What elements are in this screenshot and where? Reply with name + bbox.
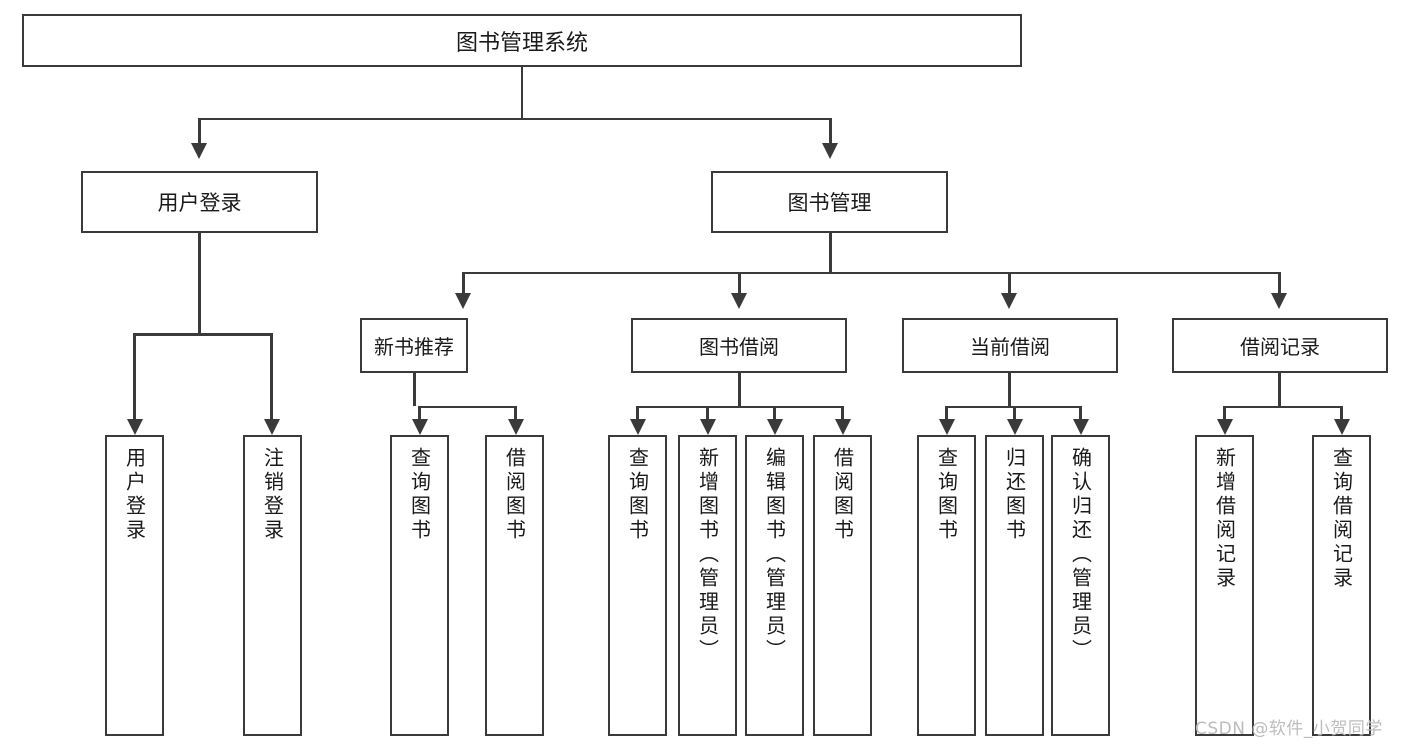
connector-current-bus bbox=[945, 405, 1080, 408]
leaf-label: 注销登录 bbox=[260, 447, 285, 543]
leaf-label: 确认归还（管理员） bbox=[1068, 447, 1093, 663]
watermark-text: CSDN @软件_小贺同学 bbox=[1195, 719, 1383, 739]
connector-root-bus bbox=[198, 117, 832, 120]
connector-bookmgmt-to-record bbox=[1278, 271, 1281, 294]
connector-newbook-bus bbox=[418, 405, 517, 408]
leaf-label: 新增图书（管理员） bbox=[695, 447, 720, 663]
arrowhead-login-leaf2 bbox=[263, 419, 280, 435]
node-book-management[interactable]: 图书管理 bbox=[711, 171, 948, 233]
leaf-confirm-return-admin[interactable]: 确认归还（管理员） bbox=[1051, 435, 1110, 736]
arrowhead-root-to-bookmgmt bbox=[822, 143, 838, 159]
connector-newbook-l1 bbox=[418, 405, 421, 420]
connector-borrow-l1 bbox=[636, 405, 639, 420]
arrowhead-record-l1 bbox=[1216, 419, 1233, 435]
connector-bookmgmt-to-newbook bbox=[462, 271, 465, 294]
arrowhead-borrow-l4 bbox=[834, 419, 851, 435]
leaf-label: 查询图书 bbox=[625, 447, 650, 543]
connector-current-l1 bbox=[945, 405, 948, 420]
connector-borrow-l2 bbox=[706, 405, 709, 420]
connector-newbook-stem bbox=[413, 373, 416, 406]
connector-borrow-l3 bbox=[773, 405, 776, 420]
leaf-add-borrow-record[interactable]: 新增借阅记录 bbox=[1195, 435, 1254, 736]
arrowhead-record-l2 bbox=[1333, 419, 1350, 435]
connector-newbook-l2 bbox=[514, 405, 517, 420]
leaf-borrow-book[interactable]: 借阅图书 bbox=[813, 435, 872, 736]
connector-login-to-leaf2 bbox=[270, 333, 273, 419]
arrowhead-bookmgmt-newbook bbox=[455, 293, 471, 309]
connector-bookmgmt-to-current bbox=[1008, 271, 1011, 294]
connector-root-to-login bbox=[198, 117, 201, 144]
leaf-label: 借阅图书 bbox=[830, 447, 855, 543]
connector-record-stem bbox=[1278, 373, 1281, 406]
node-current-borrow[interactable]: 当前借阅 bbox=[902, 318, 1118, 373]
node-borrow-record[interactable]: 借阅记录 bbox=[1172, 318, 1388, 373]
connector-current-l2 bbox=[1013, 405, 1016, 420]
arrowhead-root-to-login bbox=[191, 143, 207, 159]
arrowhead-bookmgmt-current bbox=[1001, 293, 1017, 309]
leaf-label: 借阅图书 bbox=[502, 447, 527, 543]
leaf-query-book-newbook[interactable]: 查询图书 bbox=[390, 435, 449, 736]
connector-current-stem bbox=[1008, 373, 1011, 406]
leaf-label: 编辑图书（管理员） bbox=[762, 447, 787, 663]
leaf-edit-book-admin[interactable]: 编辑图书（管理员） bbox=[745, 435, 804, 736]
leaf-query-book-borrow[interactable]: 查询图书 bbox=[608, 435, 667, 736]
connector-borrow-stem bbox=[738, 373, 741, 406]
leaf-label: 归还图书 bbox=[1002, 447, 1027, 543]
arrowhead-newbook-l1 bbox=[411, 419, 428, 435]
node-root-system[interactable]: 图书管理系统 bbox=[22, 14, 1022, 67]
leaf-query-book-current[interactable]: 查询图书 bbox=[917, 435, 976, 736]
arrowhead-bookmgmt-borrow bbox=[731, 293, 747, 309]
node-user-login[interactable]: 用户登录 bbox=[81, 171, 318, 233]
connector-root-to-bookmgmt bbox=[829, 117, 832, 144]
connector-login-bus bbox=[133, 333, 272, 336]
connector-bookmgmt-to-borrow bbox=[738, 271, 741, 294]
leaf-label: 用户登录 bbox=[122, 447, 147, 543]
node-book-borrow[interactable]: 图书借阅 bbox=[631, 318, 847, 373]
connector-record-bus bbox=[1223, 405, 1342, 408]
arrowhead-login-leaf1 bbox=[126, 419, 143, 435]
connector-borrow-l4 bbox=[841, 405, 844, 420]
connector-record-l2 bbox=[1340, 405, 1343, 420]
leaf-add-book-admin[interactable]: 新增图书（管理员） bbox=[678, 435, 737, 736]
arrowhead-borrow-l3 bbox=[766, 419, 783, 435]
leaf-return-book[interactable]: 归还图书 bbox=[985, 435, 1044, 736]
leaf-logout-login[interactable]: 注销登录 bbox=[243, 435, 302, 736]
arrowhead-current-l3 bbox=[1072, 419, 1089, 435]
leaf-user-login[interactable]: 用户登录 bbox=[105, 435, 164, 736]
leaf-borrow-book-newbook[interactable]: 借阅图书 bbox=[485, 435, 544, 736]
arrowhead-current-l1 bbox=[938, 419, 955, 435]
arrowhead-borrow-l2 bbox=[699, 419, 716, 435]
leaf-label: 查询图书 bbox=[407, 447, 432, 543]
connector-current-l3 bbox=[1079, 405, 1082, 420]
connector-root-stem bbox=[520, 67, 523, 119]
leaf-label: 新增借阅记录 bbox=[1212, 447, 1237, 591]
leaf-label: 查询借阅记录 bbox=[1329, 447, 1354, 591]
arrowhead-newbook-l2 bbox=[507, 419, 524, 435]
arrowhead-current-l2 bbox=[1006, 419, 1023, 435]
connector-bookmgmt-bus bbox=[462, 271, 1280, 274]
connector-login-to-leaf1 bbox=[133, 333, 136, 419]
connector-record-l1 bbox=[1223, 405, 1226, 420]
leaf-query-borrow-record[interactable]: 查询借阅记录 bbox=[1312, 435, 1371, 736]
connector-login-stem bbox=[198, 233, 201, 334]
node-new-book-recommend[interactable]: 新书推荐 bbox=[360, 318, 468, 373]
arrowhead-bookmgmt-record bbox=[1271, 293, 1287, 309]
connector-borrow-bus bbox=[636, 405, 842, 408]
leaf-label: 查询图书 bbox=[934, 447, 959, 543]
arrowhead-borrow-l1 bbox=[629, 419, 646, 435]
connector-bookmgmt-stem bbox=[829, 233, 832, 273]
